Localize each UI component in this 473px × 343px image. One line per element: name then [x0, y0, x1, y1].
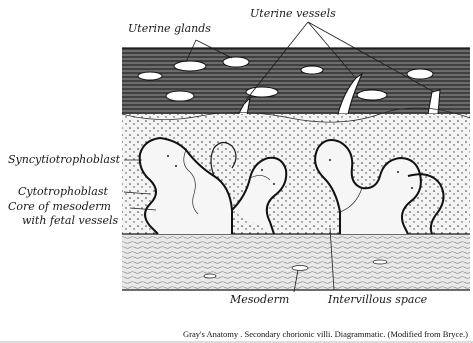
label-uterine-vessels: Uterine vessels	[250, 7, 336, 20]
label-cytotrophoblast: Cytotrophoblast	[18, 185, 108, 198]
label-intervillous-space: Intervillous space	[327, 293, 428, 306]
uterine-gland-7	[138, 72, 162, 80]
label-core-of-mesoderm: Core of mesoderm	[8, 200, 111, 213]
uterine-gland-3	[166, 91, 194, 101]
label-with-fetal-vessels: with fetal vessels	[22, 214, 119, 227]
uterine-gland-1	[174, 61, 206, 71]
uterine-gland-5	[357, 90, 387, 100]
label-syncytiotrophoblast: Syncytiotrophoblast	[8, 153, 121, 166]
uterine-gland-6	[407, 69, 433, 79]
uterine-gland-4	[246, 87, 278, 97]
figure-caption: Gray's Anatomy . Secondary chorionic vil…	[183, 329, 468, 339]
label-uterine-glands: Uterine glands	[128, 22, 211, 35]
label-mesoderm: Mesoderm	[229, 293, 289, 306]
uterine-gland-8	[301, 66, 323, 74]
uterine-gland-2	[223, 57, 249, 67]
